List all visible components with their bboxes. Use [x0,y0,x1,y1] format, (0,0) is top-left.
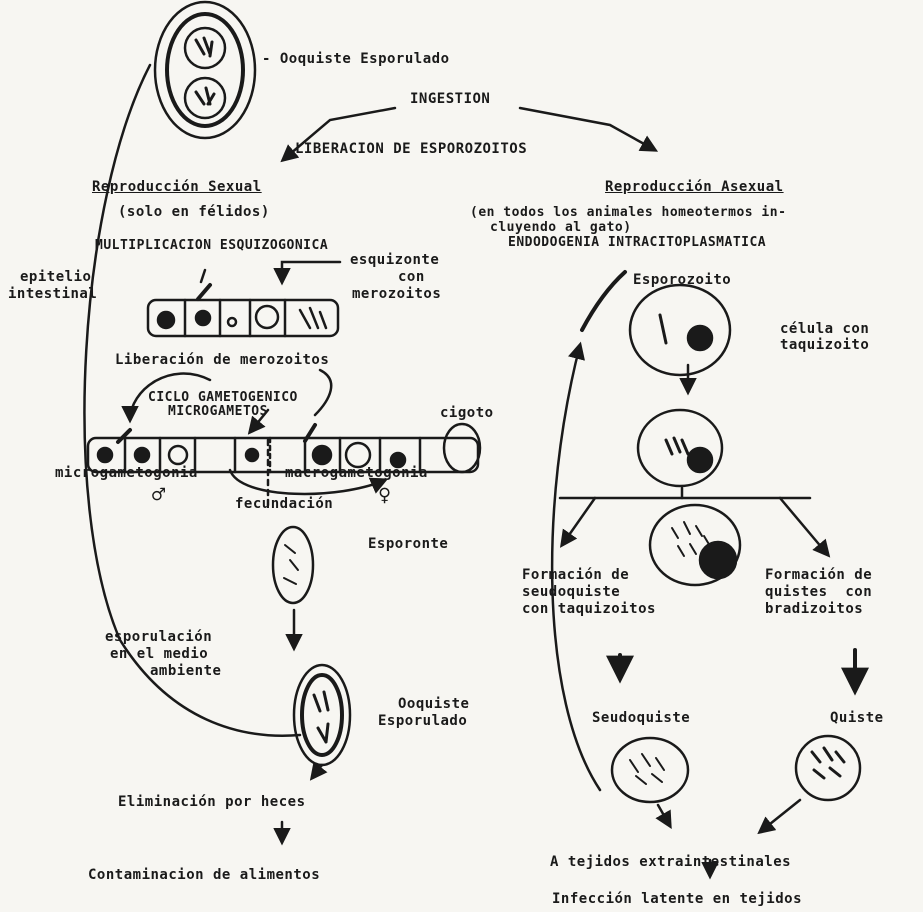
sporulation-label-3: ambiente [150,664,221,679]
cell-dividing [638,410,722,486]
schizogony-label: MULTIPLICACION ESQUIZOGONICA [95,238,328,253]
sporulation-label-1: esporulación [105,630,212,645]
sporont-label: Esporonte [368,537,448,552]
asexual-subtitle-2: cluyendo al gato) [490,220,632,235]
cell-label-2: taquizoito [780,338,869,353]
sporozoite-drawing [582,272,625,330]
cyst-drawing [796,736,860,800]
latent-infection-label: Infección latente en tejidos [552,892,802,907]
top-oocyst-label: - Ooquiste Esporulado [262,52,450,67]
gametogonic-label-1: CICLO GAMETOGENICO [148,390,298,405]
arrow-merozoites-right [315,370,331,415]
sexual-subtitle: (solo en félidos) [118,205,270,220]
cell-with-tachyzoite [630,285,730,375]
pseudocyst-drawing [612,738,688,802]
asexual-title: Reproducción Asexual [605,180,784,195]
bottom-oocyst-label-2: Esporulado [378,714,467,729]
gametogonic-label-2: MICROGAMETOS [168,404,268,419]
cyst-formation-label-3: bradizoitos [765,602,863,617]
schizont-label-2: con [398,270,425,285]
bottom-oocyst-label-1: Ooquiste [398,697,469,712]
extraintestinal-label: A tejidos extraintestinales [550,855,791,870]
sporozoite-label: Esporozoito [633,273,731,288]
cyst-formation-label-1: Formación de [765,568,872,583]
arrow-to-pseudocyst-formation [562,498,595,545]
pseudocyst-formation-label-3: con taquizoitos [522,602,656,617]
sexual-title: Reproducción Sexual [92,180,262,195]
contamination-label: Contaminacion de alimentos [88,868,320,883]
cyst-formation-label-2: quistes con [765,585,872,600]
male-symbol: ♂ [152,484,166,508]
small-sporozoite [198,285,210,299]
merozoite-release-label: Liberación de merozoitos [115,353,329,368]
top-oocyst-drawing [155,2,255,138]
arrow-to-cyst-formation [780,498,828,555]
endodyogeny-label: ENDODOGENIA INTRACITOPLASMATICA [508,235,766,250]
arrow-schizont [282,262,340,282]
epithelium-row-1 [148,300,338,336]
pseudocyst-formation-label-2: seudoquiste [522,585,620,600]
bottom-oocyst-drawing [294,665,350,765]
zygote-label: cigoto [440,406,494,421]
microgametogony-label: microgametogonia [55,466,198,481]
fertilization-label: fecundación [235,497,333,512]
female-symbol: ♀ [378,484,392,508]
sporulation-label-2: en el medio [110,647,208,662]
schizont-label-3: merozoitos [352,287,441,302]
release-sporozoites-label: LIBERACION DE ESPOROZOITOS [295,142,527,157]
cell-label-1: célula con [780,322,869,337]
epithelium-label-1: epitelio [20,270,91,285]
arrow-to-asexual [520,108,655,150]
pseudocyst-label: Seudoquiste [592,711,690,726]
pseudocyst-formation-label-1: Formación de [522,568,629,583]
feces-label: Eliminación por heces [118,795,306,810]
epithelium-label-2: intestinal [8,287,97,302]
macrogametogony-label: macrogametogonia [285,466,428,481]
asexual-subtitle-1: (en todos los animales homeotermos in- [470,205,786,220]
cyst-label: Quiste [830,711,884,726]
ingestion-label: INGESTION [410,92,490,107]
schizont-label-1: esquizonte [350,253,439,268]
